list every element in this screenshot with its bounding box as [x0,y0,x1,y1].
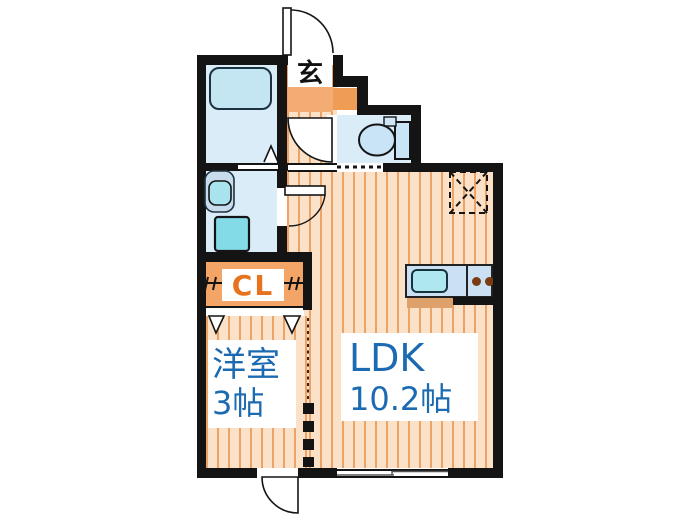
wall-top [197,55,290,65]
kitchen-floor-strip [407,298,453,308]
toilet-room [336,115,411,163]
bathroom-door-track [238,163,278,171]
wall-toilet-top [357,105,421,115]
wall-bath-divider-left [197,163,241,171]
ldk-size: 10.2帖 [349,379,453,418]
closet-label: CL [231,268,275,302]
entrance-labelbox: 玄 [288,55,332,89]
wall-toilet-right [411,105,421,172]
bathtub [209,67,272,110]
washroom [206,171,277,252]
kitchen-sink [411,269,448,293]
closet-labelbox: CL [222,268,284,302]
entrance-tile [288,87,333,112]
ldk-name: LDK [349,335,425,380]
ldk-floor [287,172,493,468]
wall-step-h [333,76,368,87]
toilet-accordion-opening [337,163,383,172]
toilet-doorway [327,115,337,163]
wall-bottom-left [197,468,257,478]
kitchen-stub-wall [453,297,493,305]
stove-burner-right [485,277,494,286]
counter-divider [466,265,468,297]
closet-door-track [206,306,304,316]
wall-closet-right [303,258,312,310]
wall-ldk-top [383,163,503,172]
wall-core-lower [277,226,287,254]
stove-burner-left [472,277,481,286]
entrance-label: 玄 [296,58,323,89]
western-room-name: 洋室 [212,345,280,386]
wall-bottom-mid [298,468,337,478]
hall-ldk-opening [288,163,337,172]
bottom-doorway [257,468,298,477]
entrance-door-leaf [282,7,292,56]
entrance-step-tile [333,88,358,110]
wall-right [493,163,503,478]
wall-left [197,55,206,478]
wall-entry-stub [333,55,343,84]
western-room-size: 3帖 [212,384,265,423]
window-south [337,469,448,478]
entrance-door-arc [290,9,334,54]
western-room-labelbox: 洋室 3帖 [208,340,296,428]
ldk-labelbox: LDK 10.2帖 [341,333,478,421]
bottom-door [261,476,299,514]
wall-step-v [357,76,368,112]
wall-core-upper [277,55,287,188]
wall-bottom-right [448,468,503,478]
wall-washroom-closet [197,252,312,262]
